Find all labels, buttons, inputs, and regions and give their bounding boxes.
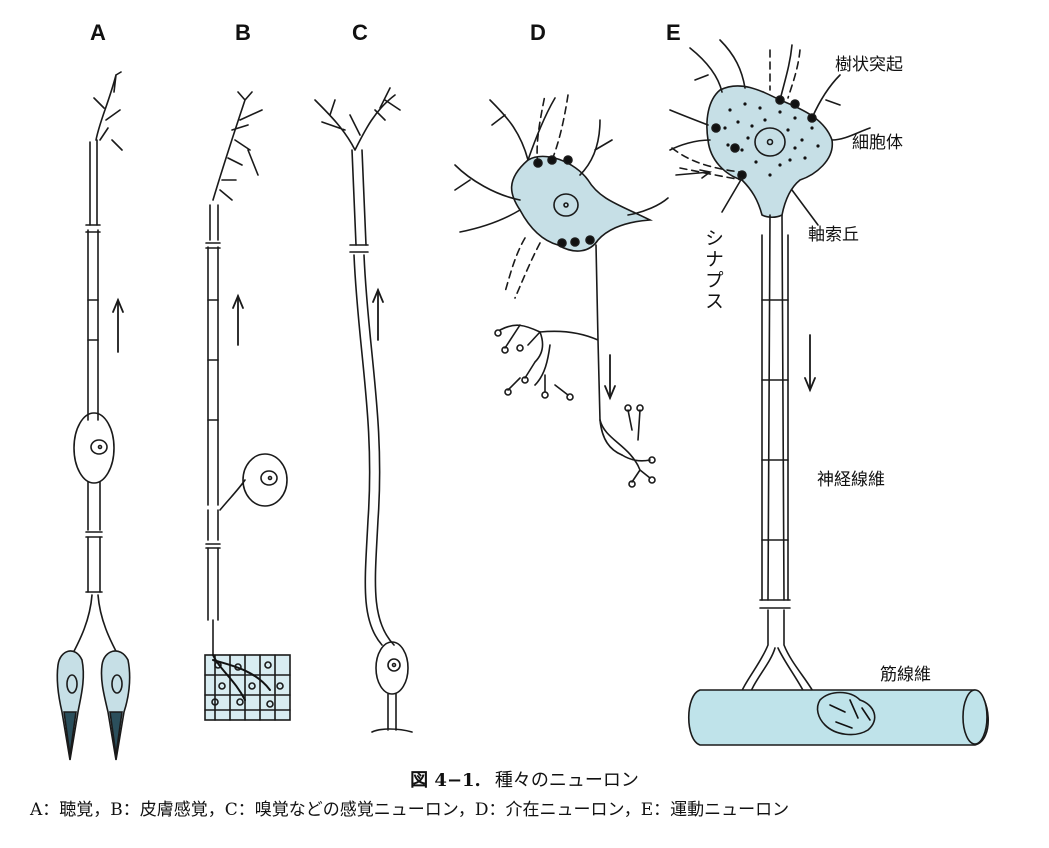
panel-label-e: E bbox=[666, 20, 681, 45]
neuron-c bbox=[314, 87, 413, 733]
panel-label-d: D bbox=[530, 20, 546, 45]
figure-caption-title: 図 4−1. 種々のニューロン bbox=[0, 766, 1049, 792]
neuron-a bbox=[56, 71, 131, 761]
neuron-e bbox=[669, 39, 989, 746]
figure-title: 種々のニューロン bbox=[494, 770, 639, 791]
panel-label-c: C bbox=[352, 20, 368, 45]
panel-label-b: B bbox=[235, 20, 251, 45]
figure-number: 図 4−1. bbox=[410, 770, 481, 791]
label-nerve-fiber: 神経線維 bbox=[817, 470, 885, 490]
neuron-d bbox=[454, 94, 669, 488]
label-axon-hillock: 軸索丘 bbox=[808, 225, 859, 245]
label-cell-body: 細胞体 bbox=[852, 133, 903, 153]
label-synapse: シナプス bbox=[702, 228, 724, 312]
figure-caption-body: A：聴覚，B：皮膚感覚，C：嗅覚などの感覚ニューロン，D：介在ニューロン，E：運… bbox=[30, 800, 790, 820]
label-muscle-fiber: 筋線維 bbox=[880, 665, 931, 685]
label-dendrite: 樹状突起 bbox=[835, 55, 903, 75]
neuron-b bbox=[204, 91, 291, 721]
panel-label-a: A bbox=[90, 20, 106, 45]
